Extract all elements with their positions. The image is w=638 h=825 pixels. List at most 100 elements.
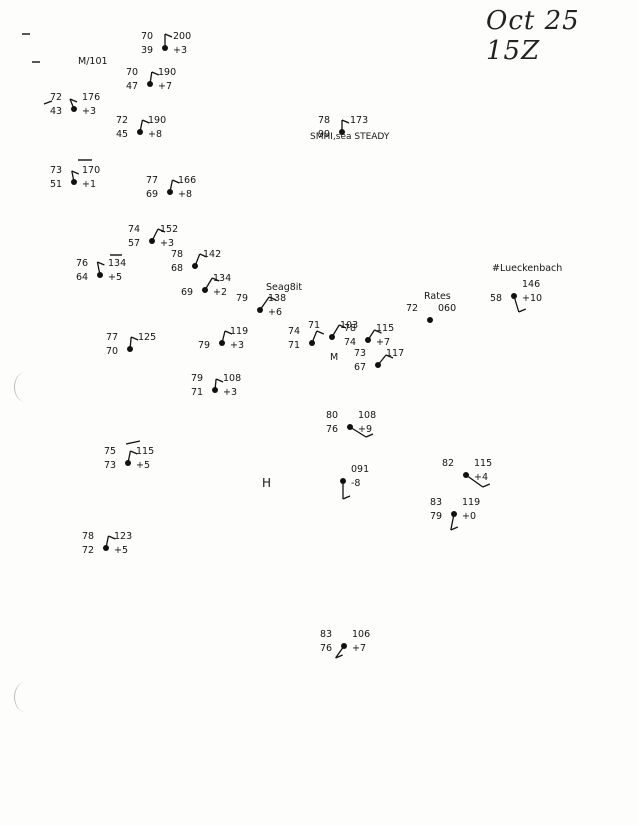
wind-barb-feather: [316, 330, 325, 335]
wind-barb-feather: [108, 535, 116, 540]
station-pressure: 152: [160, 224, 179, 235]
station-dewpoint: 58: [490, 293, 503, 304]
station-pressure: 115: [136, 446, 155, 457]
station-dewpoint: 76: [320, 643, 333, 654]
station-circle: [149, 238, 155, 244]
station-dewpoint: 79: [198, 340, 211, 351]
wind-barb-feather: [211, 277, 220, 282]
station-circle: [451, 511, 457, 517]
station-pressure: 115: [474, 458, 493, 469]
station-dewpoint: 47: [126, 81, 139, 92]
map-title: Oct 25 15Z: [486, 6, 580, 66]
station-pressure: 166: [178, 175, 197, 186]
wind-barb: [465, 474, 484, 488]
station-circle: [202, 287, 208, 293]
binder-hole: [14, 682, 37, 712]
station-pressure: 142: [203, 249, 222, 260]
wind-barb-feather: [338, 324, 347, 329]
station-temperature: 74: [128, 224, 141, 235]
station-dewpoint: 69: [146, 189, 159, 200]
wind-barb-feather: [71, 170, 80, 175]
station-dewpoint: 43: [50, 106, 63, 117]
annotation-smhi-sea: SMHI,sea STEADY: [310, 132, 390, 142]
wind-barb-feather: [374, 329, 382, 334]
wind-barb: [349, 426, 367, 438]
station-temperature: 80: [326, 410, 339, 421]
high-pressure-symbol: H: [262, 476, 272, 490]
station-temperature: 78: [171, 249, 184, 260]
station-pressure: 176: [82, 92, 101, 103]
station-tendency: +7: [158, 81, 173, 92]
station-tendency: +7: [352, 643, 367, 654]
station-tendency: +7: [376, 337, 391, 348]
station-dewpoint: 70: [106, 346, 119, 357]
station-dewpoint: 71: [191, 387, 204, 398]
station-tendency: +9: [358, 424, 373, 435]
station-pressure: 108: [358, 410, 377, 421]
wind-barb-feather: [142, 119, 150, 124]
station-temperature: 72: [116, 115, 129, 126]
station-circle: [71, 106, 77, 112]
station-temperature: 78: [344, 323, 357, 334]
station-tendency: +3: [173, 45, 188, 56]
station-pressure: 134: [213, 273, 232, 284]
station-tendency: -8: [351, 478, 361, 489]
station-circle: [365, 337, 371, 343]
station-pressure: 125: [138, 332, 157, 343]
station-pressure: 119: [462, 497, 481, 508]
wind-barb-feather: [164, 33, 173, 38]
station-circle: [125, 460, 131, 466]
station-tendency: +1: [82, 179, 97, 190]
station-dewpoint: 57: [128, 238, 141, 249]
station-tendency: +3: [160, 238, 175, 249]
wind-barb-feather: [151, 71, 160, 76]
station-circle: [340, 478, 346, 484]
annotation-seaggirt: Seag8it: [266, 282, 303, 293]
station-dewpoint: 45: [116, 129, 129, 140]
station-temperature: 83: [430, 497, 443, 508]
station-circle: [257, 307, 263, 313]
station-dewpoint: 39: [141, 45, 154, 56]
station-circle: [103, 545, 109, 551]
station-pressure: 091: [351, 464, 370, 475]
station-tendency: +8: [178, 189, 193, 200]
wind-barb-feather: [69, 98, 78, 103]
wind-barb-feather: [130, 336, 139, 341]
station-dewpoint: 64: [76, 272, 89, 283]
station-dewpoint: 74: [344, 337, 357, 348]
wind-barb-feather: [199, 253, 208, 258]
station-circle: [375, 362, 381, 368]
station-temperature: 72: [50, 92, 63, 103]
binder-hole: [14, 372, 37, 402]
wind-barb-feather: [157, 228, 166, 233]
station-temperature: 78: [318, 115, 331, 126]
station-tendency: +3: [82, 106, 97, 117]
station-dewpoint: 51: [50, 179, 63, 190]
station-dewpoint: 79: [430, 511, 443, 522]
station-pressure: 190: [158, 67, 177, 78]
station-temperature: 78: [82, 531, 95, 542]
station-tendency: +2: [213, 287, 228, 298]
wind-barb-feather: [518, 308, 527, 313]
wind-barb-feather: [97, 261, 105, 266]
station-pressure: 170: [82, 165, 101, 176]
station-pressure: 117: [386, 348, 405, 359]
pen-mark: [125, 440, 141, 445]
station-temperature: 76: [76, 258, 89, 269]
station-temperature: 71: [308, 320, 321, 331]
station-circle: [127, 346, 133, 352]
station-temperature: 77: [146, 175, 159, 186]
wind-barb-feather: [385, 354, 394, 359]
wind-barb-feather: [224, 330, 233, 335]
station-circle: [147, 81, 153, 87]
station-pressure: 060: [438, 303, 457, 314]
station-tendency: +3: [230, 340, 245, 351]
station-circle: [329, 334, 335, 340]
station-pressure: 108: [223, 373, 242, 384]
station-tendency: +6: [268, 307, 283, 318]
annotation-m-101: M/101: [78, 56, 108, 67]
station-dewpoint: 67: [354, 362, 367, 373]
wind-barb-feather: [335, 654, 343, 659]
station-temperature: 75: [104, 446, 117, 457]
